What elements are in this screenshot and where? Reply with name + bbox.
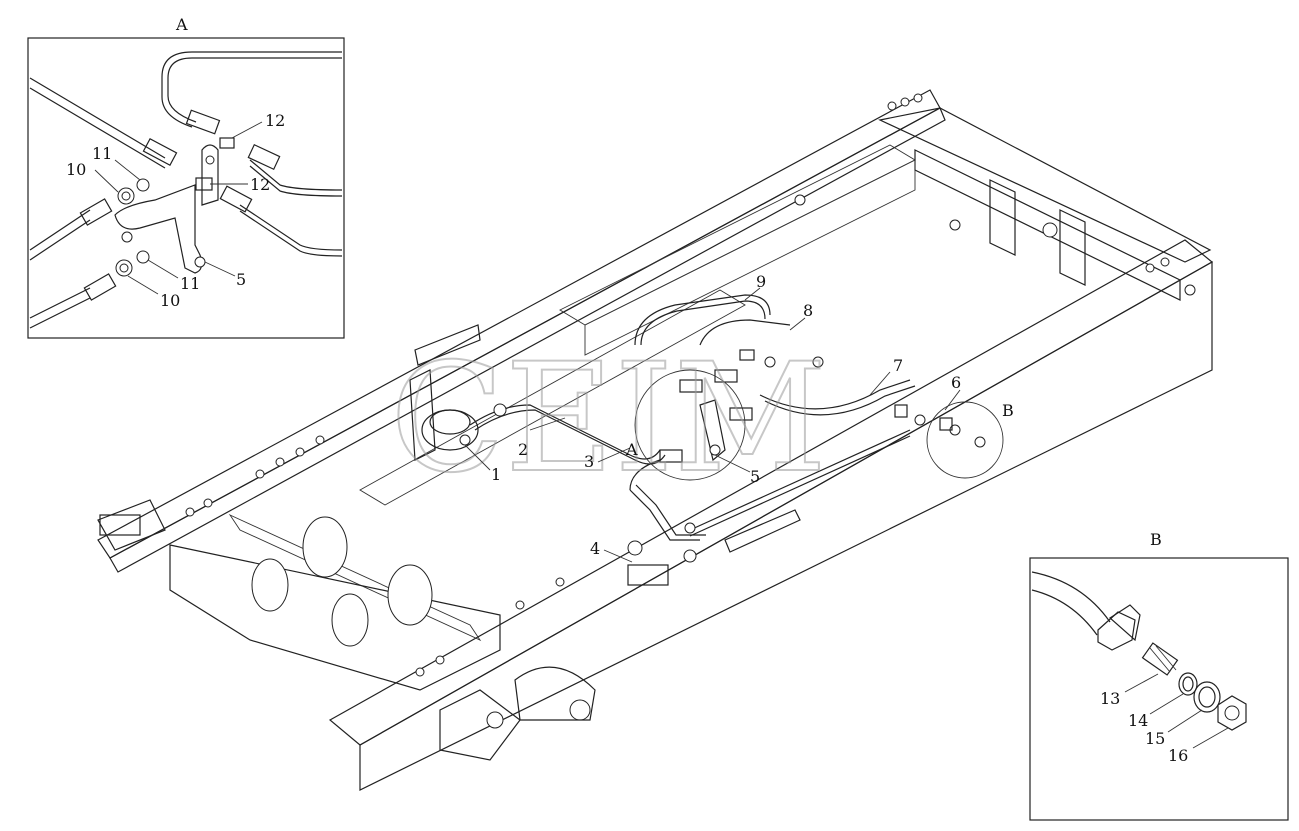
callout-7: 7 bbox=[893, 356, 903, 375]
detail-B-callout-14: 14 bbox=[1128, 711, 1148, 730]
detail-view-B: B bbox=[1029, 530, 1289, 821]
detail-A-callout-10b: 10 bbox=[160, 291, 180, 310]
callout-6: 6 bbox=[951, 373, 961, 392]
detail-view-A: A bbox=[27, 15, 345, 339]
detail-B-callout-16: 16 bbox=[1168, 746, 1188, 765]
callout-ref-A: A bbox=[625, 440, 638, 459]
brake-piping bbox=[409, 294, 1004, 586]
detail-A-callout-11b: 11 bbox=[180, 274, 200, 293]
detail-A-callout-10a: 10 bbox=[66, 160, 86, 179]
callout-3: 3 bbox=[584, 452, 594, 471]
chassis-frame bbox=[97, 89, 1214, 791]
detail-A-title: A bbox=[175, 15, 188, 34]
detail-A-callout-5: 5 bbox=[236, 270, 246, 289]
detail-A-callout-12a: 12 bbox=[265, 111, 285, 130]
detail-A-callout-12b: 12 bbox=[250, 175, 270, 194]
callout-2: 2 bbox=[518, 440, 528, 459]
watermark-text: CEIM bbox=[390, 332, 827, 506]
detail-A-callout-11a: 11 bbox=[92, 144, 112, 163]
callout-4: 4 bbox=[590, 539, 600, 558]
callout-ref-B: B bbox=[1002, 401, 1014, 420]
callout-8: 8 bbox=[803, 301, 813, 320]
detail-B-callout-15: 15 bbox=[1145, 729, 1165, 748]
rail-holes bbox=[185, 93, 1196, 677]
detail-B-title: B bbox=[1150, 530, 1162, 549]
callout-5: 5 bbox=[750, 467, 760, 486]
detail-B-callout-13: 13 bbox=[1100, 689, 1120, 708]
callout-9: 9 bbox=[756, 272, 766, 291]
main-leaders bbox=[464, 287, 961, 563]
callout-1: 1 bbox=[491, 465, 501, 484]
